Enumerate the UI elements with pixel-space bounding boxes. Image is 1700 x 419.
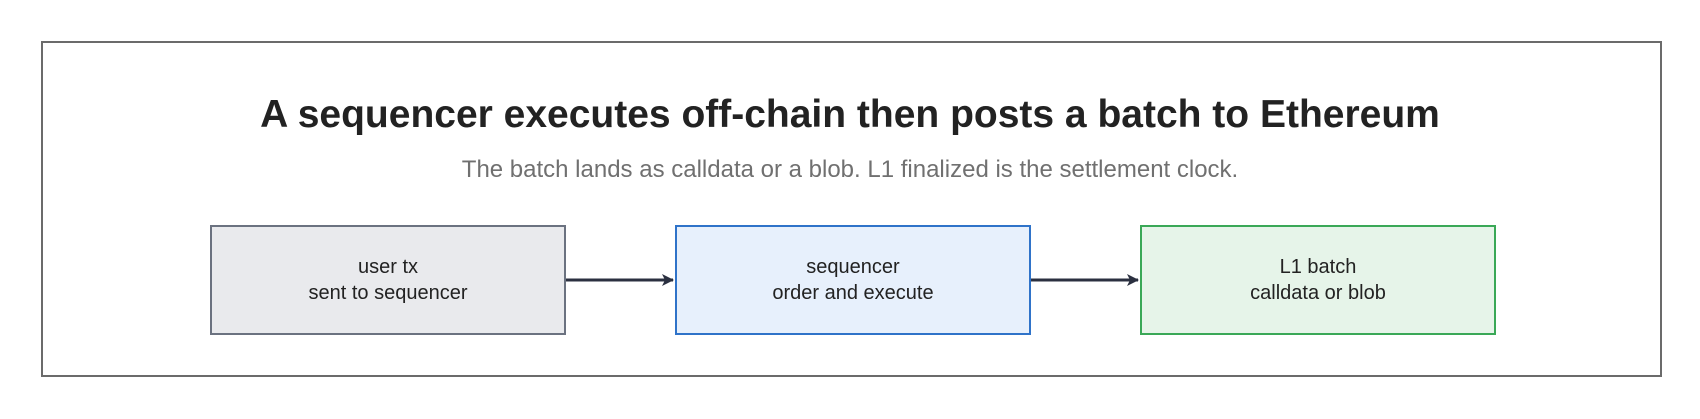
node-sequencer: sequencer order and execute	[675, 225, 1031, 335]
node-sequencer-sublabel: order and execute	[772, 282, 934, 304]
node-user-tx-sublabel: sent to sequencer	[308, 282, 468, 304]
node-sequencer-label: sequencer	[806, 256, 900, 278]
node-l1-batch-label: L1 batch	[1279, 256, 1357, 278]
node-user-tx: user tx sent to sequencer	[210, 225, 566, 335]
node-l1-batch-sublabel: calldata or blob	[1250, 282, 1386, 304]
node-user-tx-label: user tx	[357, 256, 419, 278]
diagram-title: A sequencer executes off-chain then post…	[260, 93, 1440, 136]
node-l1-batch: L1 batch calldata or blob	[1140, 225, 1496, 335]
diagram-subtitle: The batch lands as calldata or a blob. L…	[461, 156, 1239, 183]
